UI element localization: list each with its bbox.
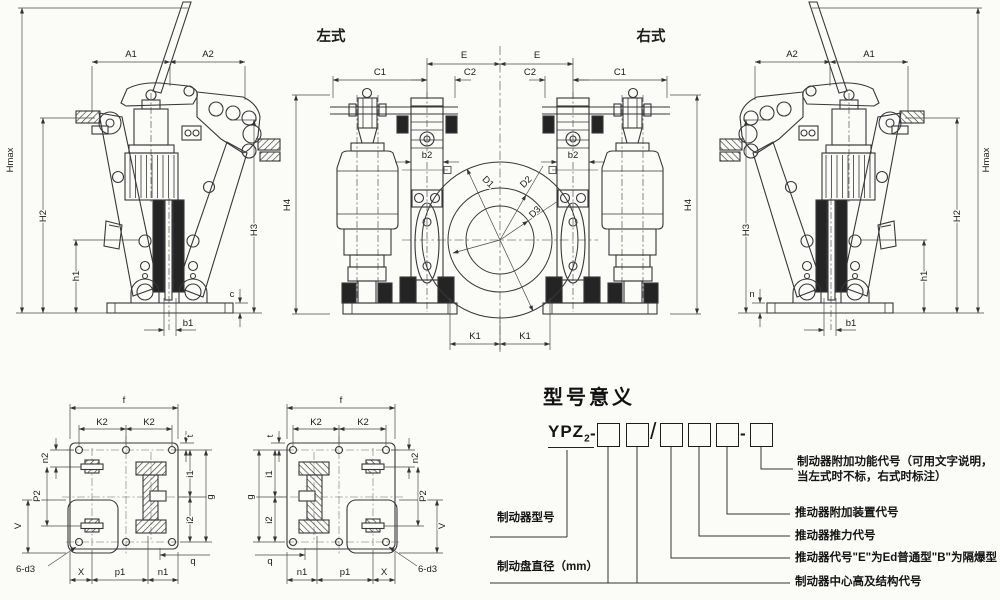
dim-n2: n2	[410, 453, 421, 464]
dim-c: c	[230, 289, 235, 300]
dim-d2: D2	[518, 174, 534, 190]
dim-h3: H3	[249, 224, 260, 236]
dim-a1: A1	[863, 49, 875, 60]
dim-p1: p1	[340, 567, 351, 578]
view-front: 左式 右式 E E C1 C2 C2 C1 b2 b2 D1 D2 D3 K1 …	[281, 27, 701, 352]
dim-bolt-note: 6-d3	[418, 564, 437, 575]
model-code-box-4	[688, 423, 711, 447]
label-right-type: 右式	[637, 27, 666, 45]
dim-t: t	[185, 434, 196, 437]
label-thruster-code: 推动器代号"E"为Ed普通型"B"为隔爆型	[795, 552, 997, 564]
dim-b2-left: b2	[422, 150, 433, 161]
dim-e-left: E	[461, 50, 467, 61]
dim-h4-left: H4	[282, 199, 293, 211]
model-prefix-sub: 2	[584, 433, 591, 445]
dim-t: t	[265, 434, 276, 437]
model-code-box-1	[597, 423, 620, 447]
dim-p2: P2	[418, 490, 429, 502]
dim-b1: b1	[846, 318, 857, 329]
dim-n2: n2	[40, 453, 51, 464]
dim-q: q	[190, 556, 195, 567]
dim-q: q	[267, 556, 272, 567]
dim-x: X	[78, 567, 85, 578]
dim-p1: p1	[115, 567, 126, 578]
dim-i2: i2	[185, 516, 196, 523]
label-center-height: 制动器中心高及结构代号	[795, 576, 922, 588]
model-code-box-3	[660, 423, 683, 447]
dim-i1: i1	[264, 470, 275, 477]
model-code-box-6	[750, 423, 773, 447]
model-prefix: YPZ2	[548, 422, 594, 449]
label-brake-model: 制动器型号	[497, 512, 555, 524]
dim-bolt-note: 6-d3	[16, 564, 35, 575]
view-plate-left: f K2 K2 t i1 i2 g q n2 P2 V X p1 n1 6-d3	[12, 394, 217, 584]
dim-h2: H2	[952, 210, 963, 222]
dim-f: f	[123, 395, 126, 406]
dim-n1: n1	[158, 567, 169, 578]
label-left-type: 左式	[316, 27, 346, 45]
dim-a2: A2	[786, 49, 798, 60]
dim-h2: H2	[38, 210, 49, 222]
dim-d3: D3	[527, 204, 543, 220]
view-side-left: A1 A2 Hmax H2 h1 H3 c b1	[4, 1, 281, 336]
dim-e-right: E	[534, 50, 540, 61]
model-dash2: -	[740, 424, 746, 443]
label-additional-function-line1: 制动器附加功能代号（可用文字说明，	[797, 456, 993, 468]
dim-k1-right: K1	[519, 331, 531, 342]
dim-c1-left: C1	[374, 67, 386, 78]
dim-h4-right: H4	[683, 199, 694, 211]
dim-i2: i2	[264, 516, 275, 523]
dim-c2-left: C2	[464, 67, 476, 78]
label-disc-diameter: 制动盘直径（mm）	[497, 561, 598, 573]
dim-k2: K2	[357, 417, 369, 428]
dim-a2: A2	[202, 49, 214, 60]
dim-b1: b1	[183, 318, 194, 329]
dim-x: X	[381, 567, 388, 578]
dim-hmax: Hmax	[5, 147, 16, 172]
dim-v: V	[437, 522, 448, 529]
model-code-box-5	[716, 423, 739, 447]
dim-f: f	[340, 395, 343, 406]
dim-h1: h1	[919, 271, 930, 282]
model-code-box-2	[626, 423, 649, 447]
label-additional-function-line2: 当左式时不标，右式时标注）	[797, 471, 947, 483]
dim-k2: K2	[96, 417, 108, 428]
dim-p2: P2	[32, 490, 43, 502]
dim-h1: h1	[71, 271, 82, 282]
view-side-right: A2 A1 Hmax H2 h1 H3 n b1	[719, 1, 993, 336]
dim-i1: i1	[185, 470, 196, 477]
model-meaning-title: 型号意义	[543, 387, 635, 409]
dim-a1: A1	[125, 49, 137, 60]
model-leader-lines	[490, 446, 793, 584]
dim-v: V	[13, 522, 24, 529]
dim-k1-left: K1	[469, 331, 481, 342]
model-slash: /	[650, 418, 657, 444]
model-dash1: -	[590, 424, 596, 443]
dim-hmax: Hmax	[981, 147, 992, 172]
label-thruster-attachment: 推动器附加装置代号	[795, 507, 899, 519]
model-prefix-main: YPZ	[548, 422, 585, 441]
dim-n: n	[749, 289, 754, 300]
dim-c2-right: C2	[524, 67, 536, 78]
dim-k2: K2	[143, 417, 155, 428]
dim-k2: K2	[310, 417, 322, 428]
view-plate-right: f K2 K2 t i1 i2 g q n2 P2 V n1 p1 X 6-d3	[244, 394, 449, 584]
dim-b2-right: b2	[568, 150, 579, 161]
dim-g: g	[245, 494, 256, 499]
dim-g: g	[205, 494, 216, 499]
dim-n1: n1	[297, 567, 308, 578]
label-thruster-force: 推动器推力代号	[795, 530, 876, 542]
dim-c1-right: C1	[614, 67, 626, 78]
dim-h3: H3	[741, 224, 752, 236]
label-additional-function: 制动器附加功能代号（可用文字说明， 当左式时不标，右式时标注）	[797, 455, 993, 485]
